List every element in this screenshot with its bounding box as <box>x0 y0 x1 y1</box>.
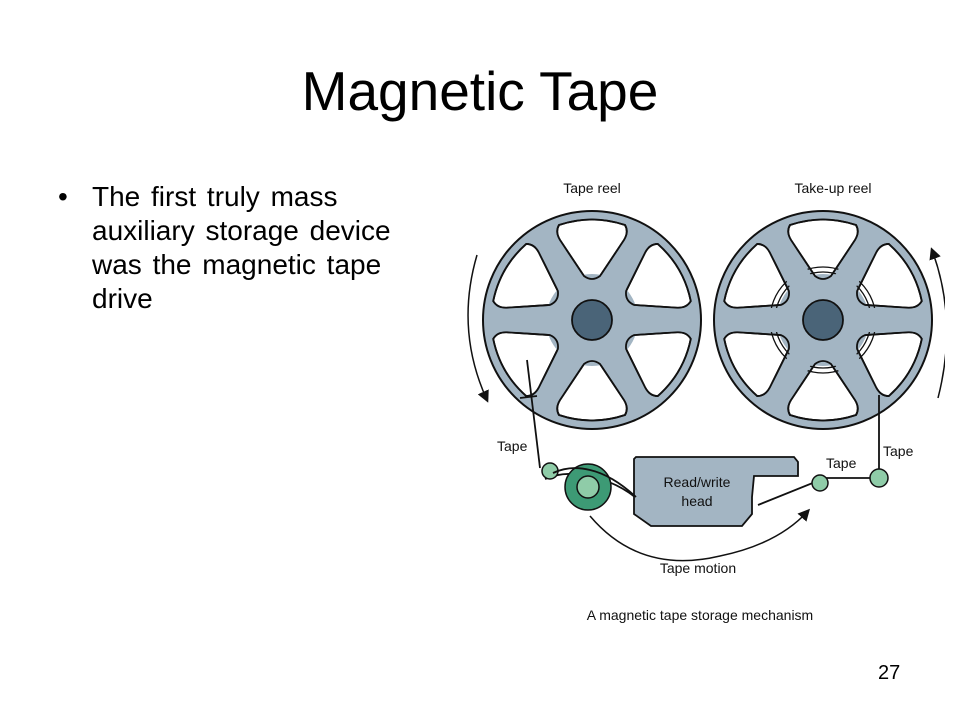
tape-motion-arrow-icon <box>589 508 811 562</box>
tape-label-right: Tape <box>883 443 914 459</box>
tape-label-left: Tape <box>497 438 528 454</box>
tape-motion-label: Tape motion <box>660 560 736 576</box>
read-write-head: Read/write head <box>633 456 799 527</box>
rotation-arrow-right-icon <box>929 247 945 399</box>
svg-text:Read/write: Read/write <box>664 474 731 490</box>
tape-mechanism-diagram: Tape reel Take-up reel <box>467 180 945 623</box>
slide-number: 27 <box>878 662 901 684</box>
tape-roller-icon <box>541 462 889 511</box>
diagram-caption: A magnetic tape storage mechanism <box>587 607 813 623</box>
tape-reel-icon <box>482 210 702 430</box>
slide-title: Magnetic Tape <box>301 60 659 122</box>
takeup-reel-icon <box>713 210 933 430</box>
bullet-item: • The first truly mass auxiliary storage… <box>58 180 428 316</box>
tape-reel-label: Tape reel <box>563 180 621 196</box>
takeup-reel-label: Take-up reel <box>794 180 871 196</box>
tape-label-middle: Tape <box>826 455 857 471</box>
rotation-arrow-left-icon <box>467 254 489 403</box>
reel-hub-icon <box>802 299 844 341</box>
bullet-list: • The first truly mass auxiliary storage… <box>58 180 428 316</box>
svg-text:head: head <box>681 493 712 509</box>
bullet-text: The first truly mass auxiliary storage d… <box>92 181 391 314</box>
reel-hub-icon <box>571 299 613 341</box>
bullet-icon: • <box>58 181 68 212</box>
